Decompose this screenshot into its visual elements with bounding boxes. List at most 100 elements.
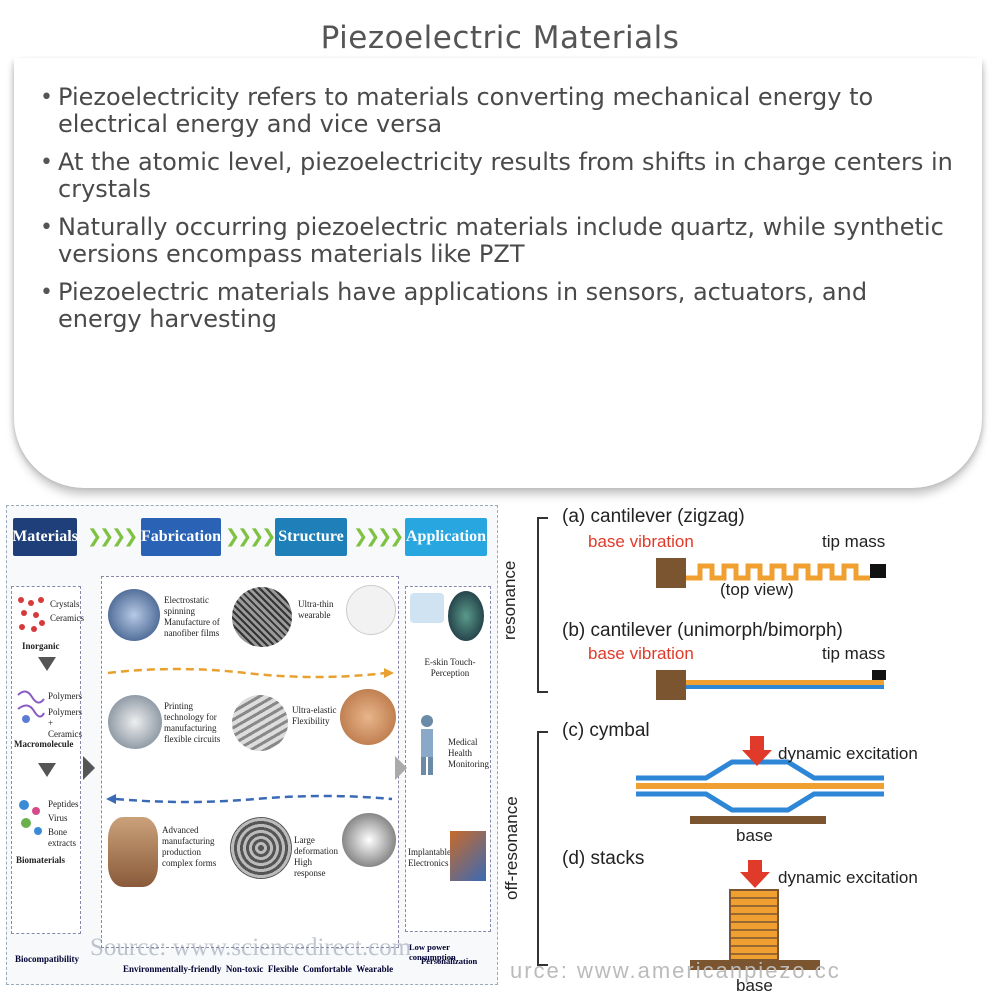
source-watermark: urce: www.americanpiezo.cc	[510, 958, 841, 983]
bullet-item: Naturally occurring piezoelectric materi…	[38, 214, 958, 268]
fabrication-structure-column: Electrostatic spinning Manufacture of na…	[101, 576, 399, 948]
stack-layers	[730, 897, 778, 955]
off-resonance-bracket	[537, 731, 548, 966]
eskin-image	[410, 593, 444, 623]
structure-item: Large deformation High response	[294, 835, 338, 878]
right-arrow-icon	[83, 756, 95, 780]
application-footer: Low power consumption	[409, 942, 456, 962]
thin-film-image	[346, 585, 396, 635]
application-item: E-skin Touch-Perception	[424, 657, 476, 678]
resonance-label: resonance	[500, 560, 519, 640]
header-fabrication: Fabrication	[141, 518, 221, 556]
header-materials: Materials	[12, 518, 78, 556]
label-c: (c) cymbal	[562, 720, 650, 741]
header-structure: Structure	[275, 518, 347, 556]
printer-image	[108, 695, 162, 749]
footer-term: Non-toxic	[225, 964, 264, 974]
implant-image	[450, 831, 486, 881]
application-footer: Personalization	[421, 956, 478, 966]
chevron-arrows-icon: ❯❯❯❯	[87, 526, 138, 547]
bullet-item: Piezoelectric materials have application…	[38, 279, 958, 333]
material-item: Crystals	[50, 599, 80, 609]
excitation-label-d: dynamic excitation	[778, 868, 918, 887]
polymer-chain-icon	[17, 690, 45, 723]
bullet-item: At the atomic level, piezoelectricity re…	[38, 149, 958, 203]
material-item: Bone extracts	[48, 827, 76, 848]
microstructure-image	[230, 817, 292, 879]
footer-term: Environmentally-friendly	[123, 964, 222, 974]
material-item: Polymers + Ceramics	[48, 707, 83, 739]
deformation-image	[342, 813, 396, 867]
face-image	[448, 591, 484, 641]
label-d: (d) stacks	[562, 848, 645, 869]
dashed-flow-arrow-icon	[106, 794, 393, 804]
materials-flow-figure: Materials ❯❯❯❯ Fabrication ❯❯❯❯ Structur…	[6, 505, 498, 985]
manufacturing-image	[108, 817, 158, 887]
chevron-arrows-icon: ❯❯❯❯	[225, 526, 276, 547]
header-application: Application	[405, 518, 487, 556]
fabrication-item: Advanced manufacturing production comple…	[162, 825, 217, 868]
base-label-c: base	[736, 826, 773, 845]
crystal-lattice-icon	[18, 597, 45, 632]
tip-mass-a	[870, 564, 886, 578]
cymbal-bottom-cap	[636, 791, 884, 813]
piezo-config-diagram	[537, 517, 886, 970]
fabrication-item: Electrostatic spinning Manufacture of na…	[164, 595, 220, 638]
top-view-label: (top view)	[720, 580, 794, 599]
bullet-item: Piezoelectricity refers to materials con…	[38, 84, 958, 138]
stack-base	[690, 960, 820, 970]
circuit-image	[232, 695, 288, 751]
chevron-arrows-icon: ❯❯❯❯	[353, 526, 404, 547]
footer-term: Wearable	[356, 964, 394, 974]
footer-term: Flexible	[267, 964, 299, 974]
cymbal-base	[690, 816, 826, 824]
excitation-label-c: dynamic excitation	[778, 744, 918, 763]
middle-footer: Environmentally-friendly Non-toxic Flexi…	[123, 964, 393, 974]
materials-footer: Biocompatibility	[15, 954, 80, 964]
application-item: Implantable Electronics	[408, 847, 451, 868]
base-vibration-b: base vibration	[588, 644, 694, 663]
right-arrow-icon	[395, 756, 407, 780]
human-figure-icon	[421, 715, 433, 775]
tip-mass-b	[872, 670, 886, 680]
material-item: Virus	[48, 813, 68, 823]
dashed-flow-arrow-icon	[107, 667, 394, 679]
bullet-list: Piezoelectricity refers to materials con…	[38, 84, 958, 344]
tip-mass-label-a: tip mass	[822, 532, 886, 551]
base-label-d: base	[736, 976, 773, 995]
label-b: (b) cantilever (unimorph/bimorph)	[562, 620, 843, 641]
biomolecule-icon	[19, 800, 42, 835]
fabrication-item: Printing technology for manufacturing fl…	[164, 701, 221, 744]
footer-term: Comfortable	[302, 964, 352, 974]
material-label: Macromolecule	[14, 739, 74, 749]
resonance-bracket	[537, 517, 548, 693]
down-arrow-icon	[38, 657, 56, 671]
structure-item: Ultra-thin wearable	[298, 599, 334, 620]
material-label: Biomaterials	[16, 855, 65, 865]
material-item: Ceramics	[50, 613, 84, 623]
source-watermark: Source: www.sciencedirect.com	[90, 934, 412, 961]
zigzag-beam	[686, 563, 870, 581]
materials-column: Crystals Ceramics Inorganic Polymers Pol…	[11, 586, 84, 934]
application-item: Medical Health Monitoring	[448, 737, 490, 769]
page-title: Piezoelectric Materials	[320, 20, 680, 56]
tip-mass-label-b: tip mass	[822, 644, 886, 663]
piezo-stack	[729, 889, 779, 961]
material-item: Polymers	[48, 691, 83, 701]
base-block-b	[656, 670, 686, 700]
cymbal-piezo-disc	[636, 783, 884, 789]
application-column: E-skin Touch-Perception Medical Health M…	[405, 586, 491, 932]
substrate-layer	[686, 685, 884, 689]
stretch-image	[340, 689, 396, 745]
piezo-layer	[686, 680, 884, 685]
base-block-a	[656, 558, 686, 588]
base-vibration-a: base vibration	[588, 532, 694, 551]
off-resonance-label: off-resonance	[502, 796, 521, 900]
material-label: Inorganic	[22, 641, 60, 651]
cymbal-top-cap	[636, 759, 884, 781]
excitation-arrow-icon	[740, 860, 770, 888]
spinning-image	[108, 589, 160, 641]
material-item: Peptides	[48, 799, 79, 809]
structure-item: Ultra-elastic Flexibility	[292, 705, 337, 726]
excitation-arrow-icon	[742, 736, 772, 766]
